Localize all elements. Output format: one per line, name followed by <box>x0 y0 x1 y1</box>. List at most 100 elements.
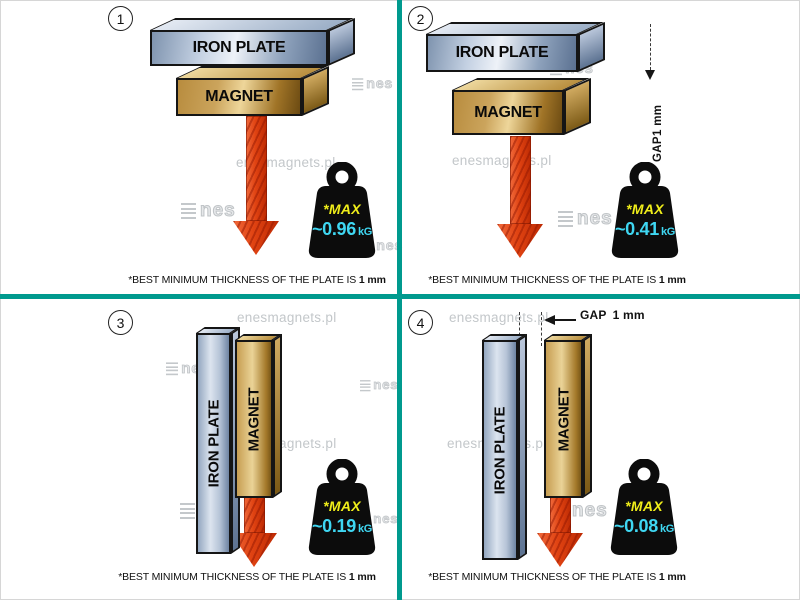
panel-1-number-badge: 1 <box>108 6 133 31</box>
gap-word: GAP <box>580 308 607 322</box>
footnote-text: *BEST MINIMUM THICKNESS OF THE PLATE IS <box>428 571 659 583</box>
footnote-text: *BEST MINIMUM THICKNESS OF THE PLATE IS <box>428 274 659 286</box>
iron-plate: IRON PLATE <box>150 17 355 66</box>
max-value-number: ~0.41 <box>614 219 659 240</box>
max-label: *MAX <box>323 201 361 217</box>
enes-logo-icon <box>181 201 196 222</box>
gap-word: GAP <box>652 136 664 162</box>
enes-logo-icon <box>558 209 573 230</box>
max-value-number: ~0.19 <box>311 516 356 537</box>
iron-plate-label: IRON PLATE <box>491 406 509 494</box>
footnote: *BEST MINIMUM THICKNESS OF THE PLATE IS … <box>97 571 397 583</box>
footnote: *BEST MINIMUM THICKNESS OF THE PLATE IS … <box>107 274 407 286</box>
footnote-text: *BEST MINIMUM THICKNESS OF THE PLATE IS <box>118 571 349 583</box>
magnet-front-face: MAGNET <box>452 90 564 135</box>
iron-plate: IRON PLATE <box>196 326 240 554</box>
gap-label: GAP 1 mm <box>580 308 645 322</box>
magnet-front-face: MAGNET <box>544 340 583 498</box>
gap-value: 1 mm <box>652 104 664 137</box>
unit-label: kG <box>357 226 373 239</box>
iron-plate-label: IRON PLATE <box>192 39 286 56</box>
arrow-shaft <box>245 116 267 221</box>
max-value-number: ~0.96 <box>311 219 356 240</box>
iron-plate: IRON PLATE <box>482 333 527 560</box>
iron-plate-front-face: IRON PLATE <box>426 34 578 72</box>
footnote-bold: 1 mm <box>658 274 686 286</box>
iron-plate-front-face: IRON PLATE <box>482 340 518 560</box>
enes-watermark-logo: nes <box>558 208 613 230</box>
enes-watermark-logo: nes <box>360 378 398 393</box>
gap-dimension-line <box>519 312 520 346</box>
magnet-front-face: MAGNET <box>176 78 302 116</box>
magnet: MAGNET <box>544 333 592 498</box>
iron-plate-side-face <box>518 333 527 560</box>
unit-label: kG <box>660 226 676 239</box>
divider-horizontal <box>0 294 800 299</box>
gap-dimension-tick <box>554 319 576 321</box>
weight-shape <box>610 459 678 555</box>
panel-4-number: 4 <box>416 314 425 331</box>
iron-plate-front-face: IRON PLATE <box>196 333 231 554</box>
gap-value: 1 mm <box>612 308 645 322</box>
magnet: MAGNET <box>452 77 591 135</box>
magnet-side-face <box>583 333 592 498</box>
max-value-number: ~0.08 <box>613 516 658 537</box>
enes-watermark-logo: nes <box>181 200 236 222</box>
panel-4-number-badge: 4 <box>408 310 433 335</box>
enes-logo-icon <box>352 77 364 92</box>
magnet: MAGNET <box>176 65 329 116</box>
footnote-bold: 1 mm <box>358 274 386 286</box>
iron-plate-top-face <box>426 22 604 34</box>
arrow-head <box>233 221 279 255</box>
gap-dimension-arrow-icon <box>544 315 555 325</box>
gap-dimension-arrow-icon <box>645 70 655 80</box>
panel-3-number: 3 <box>116 314 125 331</box>
magnet-front-face: MAGNET <box>235 340 273 498</box>
panel-1-number: 1 <box>116 10 125 27</box>
footnote-bold: 1 mm <box>658 571 686 583</box>
gap-dimension-line <box>541 312 542 346</box>
iron-plate-label: IRON PLATE <box>455 44 549 61</box>
magnet-side-face <box>273 333 282 498</box>
enes-logo-icon <box>360 379 371 393</box>
watermark-url: enesmagnets.pl <box>449 310 549 325</box>
footnote: *BEST MINIMUM THICKNESS OF THE PLATE IS … <box>407 571 707 583</box>
unit-label: kG <box>357 523 373 536</box>
pull-force-arrow <box>233 116 279 255</box>
divider-vertical <box>397 0 402 600</box>
footnote-bold: 1 mm <box>348 571 376 583</box>
arrow-head <box>537 533 583 567</box>
panel-3-number-badge: 3 <box>108 310 133 335</box>
magnet-label: MAGNET <box>474 103 542 121</box>
arrow-shaft <box>509 136 531 224</box>
panel-2-number: 2 <box>416 10 425 27</box>
weight-shape <box>611 162 679 258</box>
weight-shape <box>308 459 376 555</box>
magnet: MAGNET <box>235 333 282 498</box>
iron-plate-front-face: IRON PLATE <box>150 30 328 66</box>
max-label: *MAX <box>625 498 663 514</box>
watermark-url: enesmagnets.pl <box>237 310 337 325</box>
magnet-label: MAGNET <box>555 387 573 451</box>
arrow-head <box>497 224 543 258</box>
magnet-label: MAGNET <box>205 88 273 105</box>
max-label: *MAX <box>626 201 664 217</box>
gap-dimension-line <box>650 24 651 70</box>
footnote: *BEST MINIMUM THICKNESS OF THE PLATE IS … <box>407 274 707 286</box>
